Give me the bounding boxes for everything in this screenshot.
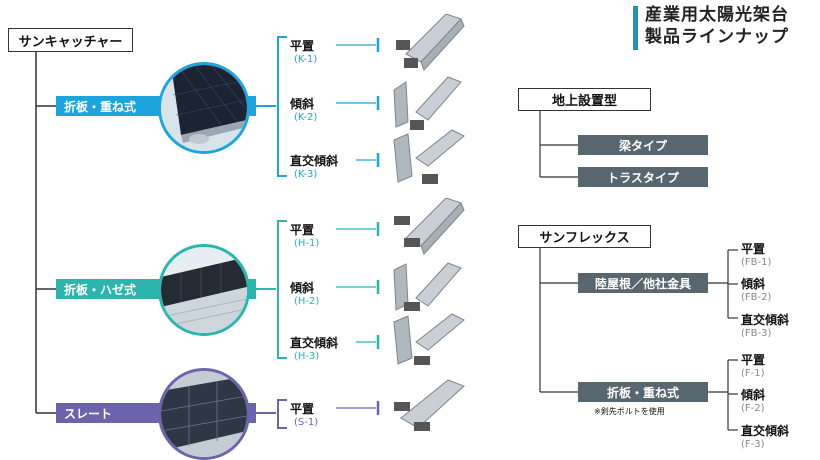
rail-bracket-h1-image [394,198,465,255]
product-item: 平置 (H-1) [290,221,319,249]
product-item: 直交傾斜 (K-3) [290,152,338,180]
group-label: 折板・ハゼ式 [64,282,137,297]
product-item: 平置 (FB-1) [741,240,771,268]
product-code: (FB-1) [741,257,772,268]
product-name: 傾斜 [741,388,766,402]
product-item: 平置 (F-1) [741,351,765,379]
product-item: 直交傾斜 (F-3) [741,422,789,450]
title-accent-bar [633,6,638,50]
title-line-1: 産業用太陽光架台 [645,5,789,25]
product-item: 傾斜 (FB-2) [741,275,771,303]
product-name: 平置 [741,242,766,256]
product-code: (H-1) [294,238,320,249]
product-item: 傾斜 (K-2) [290,95,317,123]
product-name: 平置 [290,402,315,416]
product-item: 傾斜 (F-2) [741,386,765,414]
product-name: 平置 [290,39,315,53]
product-name: 傾斜 [290,97,315,111]
flat-roof-bar: 陸屋根／他社金具 [578,273,708,293]
product-code: (K-2) [294,112,318,123]
product-name: 直交傾斜 [741,313,790,327]
solar-roof-seam-photo-image [158,244,250,336]
folded-lap-bar: 折板・重ね式 [578,382,708,402]
product-code: (K-3) [294,169,318,180]
product-name: 直交傾斜 [290,336,339,350]
product-code: (F-2) [741,403,765,414]
title-line-2: 製品ラインナップ [645,27,789,47]
product-name: 平置 [741,353,766,367]
product-name: 直交傾斜 [290,154,339,168]
group-label: 折板・重ね式 [64,99,137,114]
product-code: (F-3) [741,439,765,450]
product-name: 傾斜 [741,277,766,291]
truss-type-bar: トラスタイプ [578,167,708,187]
group-label: スレート [64,406,113,421]
bolt-note: ※剣先ボルトを使用 [594,407,665,416]
rail-bracket-k3-image [393,129,465,184]
product-code: (H-3) [294,351,320,362]
solar-slate-photo-image [158,368,250,460]
product-name: 平置 [290,223,315,237]
product-code: (FB-2) [741,292,772,303]
beam-type-bar: 梁タイプ [578,135,708,155]
ground-type-label-box: 地上設置型 [518,88,651,111]
product-code: (F-1) [741,368,765,379]
rail-bracket-s1-image [394,379,465,431]
product-item: 平置 (S-1) [290,400,318,428]
product-item: 傾斜 (H-2) [290,279,319,307]
rail-bracket-h2-image [393,262,462,311]
product-name: 傾斜 [290,281,315,295]
rail-bracket-h3-image [393,313,465,365]
product-item: 直交傾斜 (H-3) [290,334,338,362]
product-code: (S-1) [294,417,319,428]
sunflex-label-box: サンフレックス [518,225,651,248]
solar-roof-photo-image [158,62,250,154]
root-label-box: サンキャッチャー [8,28,133,52]
rail-bracket-k1-image [396,14,465,71]
page-title: 産業用太陽光架台 製品ラインナップ [645,4,789,48]
product-item: 平置 (K-1) [290,37,317,65]
product-code: (FB-3) [741,328,772,339]
product-code: (H-2) [294,296,320,307]
product-name: 直交傾斜 [741,424,790,438]
rail-bracket-k2-image [393,76,462,130]
product-code: (K-1) [294,54,318,65]
product-item: 直交傾斜 (FB-3) [741,311,789,339]
